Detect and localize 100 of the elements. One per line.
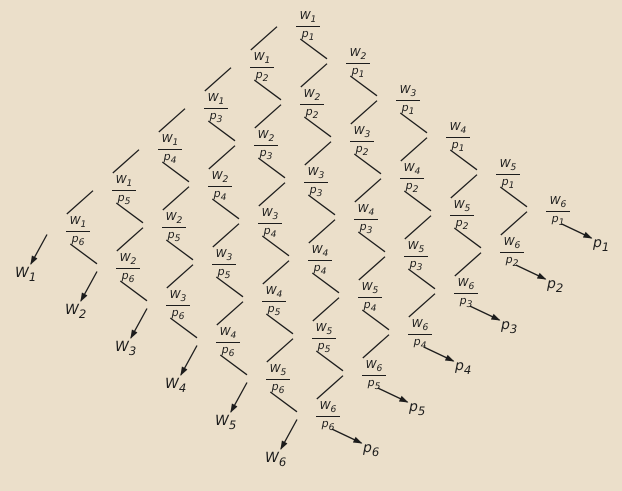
line xyxy=(70,243,98,264)
line xyxy=(408,268,436,290)
line xyxy=(312,297,340,322)
line xyxy=(354,178,382,202)
line xyxy=(212,198,240,220)
fraction-label: W$_{2}$ p$_{4}$ xyxy=(189,169,236,199)
arrow xyxy=(130,308,148,339)
output-label: p$_{1}$ xyxy=(593,235,610,255)
fraction-label: W$_{5}$ p$_{4}$ xyxy=(339,280,386,310)
line xyxy=(158,108,186,132)
line xyxy=(254,79,282,100)
line xyxy=(116,202,144,224)
fraction-label: W$_{4}$ p$_{1}$ xyxy=(427,120,474,150)
fraction-label: W$_{1}$ p$_{4}$ xyxy=(139,132,186,162)
arrow xyxy=(516,264,546,280)
line xyxy=(312,272,340,294)
fraction-label: W$_{5}$ p$_{3}$ xyxy=(385,239,432,269)
arrow xyxy=(80,271,98,302)
line xyxy=(450,149,478,170)
fraction-label: W$_{1}$ p$_{1}$ xyxy=(277,9,324,39)
fraction-label: W$_{3}$ p$_{6}$ xyxy=(147,288,194,318)
line xyxy=(270,391,298,412)
line xyxy=(120,280,148,302)
fraction-label: W$_{6}$ p$_{3}$ xyxy=(435,276,482,306)
output-label: p$_{5}$ xyxy=(409,399,426,419)
fraction-label: W$_{2}$ p$_{3}$ xyxy=(235,128,282,158)
line xyxy=(400,137,428,162)
output-label: W$_{1}$ xyxy=(15,265,36,285)
fraction-label: W$_{2}$ p$_{5}$ xyxy=(143,210,190,240)
line xyxy=(204,67,232,92)
fraction-label: W$_{4}$ p$_{3}$ xyxy=(335,202,382,232)
output-label: W$_{5}$ xyxy=(215,413,236,433)
output-label: W$_{3}$ xyxy=(115,339,136,359)
fraction-label: W$_{5}$ p$_{2}$ xyxy=(431,198,478,228)
output-label: p$_{3}$ xyxy=(501,317,518,337)
output-label: W$_{2}$ xyxy=(65,302,86,322)
line xyxy=(500,186,528,208)
fraction-label: W$_{6}$ p$_{6}$ xyxy=(297,399,344,429)
line xyxy=(500,211,528,236)
fraction-label: W$_{3}$ p$_{5}$ xyxy=(193,247,240,277)
line xyxy=(308,219,336,244)
line xyxy=(308,194,336,216)
line xyxy=(354,153,382,174)
arrow xyxy=(424,346,454,362)
line xyxy=(216,276,244,298)
fraction-label: W$_{2}$ p$_{6}$ xyxy=(97,251,144,281)
line xyxy=(316,350,344,372)
line xyxy=(454,227,482,248)
fraction-label: W$_{6}$ p$_{4}$ xyxy=(389,317,436,347)
fraction-label: W$_{5}$ p$_{1}$ xyxy=(477,157,524,187)
line xyxy=(212,223,240,248)
line xyxy=(208,145,236,170)
line xyxy=(220,354,248,376)
line xyxy=(450,174,478,198)
line xyxy=(300,63,328,88)
line xyxy=(262,235,290,256)
line xyxy=(262,260,290,284)
line xyxy=(112,149,140,174)
line xyxy=(350,75,378,96)
fraction-label: W$_{2}$ p$_{1}$ xyxy=(327,46,374,76)
line xyxy=(258,157,286,178)
fraction-label: W$_{3}$ p$_{1}$ xyxy=(377,83,424,113)
fraction-label: W$_{2}$ p$_{2}$ xyxy=(281,87,328,117)
line xyxy=(316,375,344,400)
line xyxy=(304,116,332,138)
line xyxy=(358,256,386,280)
line xyxy=(362,334,390,358)
fraction-label: W$_{6}$ p$_{1}$ xyxy=(527,194,574,224)
fraction-label: W$_{1}$ p$_{5}$ xyxy=(93,173,140,203)
line xyxy=(304,141,332,166)
fraction-label: W$_{4}$ p$_{6}$ xyxy=(197,325,244,355)
fraction-label: W$_{6}$ p$_{2}$ xyxy=(481,235,528,265)
fraction-label: W$_{5}$ p$_{5}$ xyxy=(293,321,340,351)
arrow xyxy=(470,305,500,321)
fraction-label: W$_{3}$ p$_{3}$ xyxy=(285,165,332,195)
fraction-label: W$_{6}$ p$_{5}$ xyxy=(343,358,390,388)
line xyxy=(266,338,294,362)
fraction-label: W$_{4}$ p$_{2}$ xyxy=(381,161,428,191)
line xyxy=(166,239,194,260)
fraction-label: W$_{4}$ p$_{4}$ xyxy=(289,243,336,273)
output-label: p$_{6}$ xyxy=(363,440,380,460)
fraction-label: W$_{3}$ p$_{2}$ xyxy=(331,124,378,154)
output-label: W$_{6}$ xyxy=(265,450,286,470)
line xyxy=(66,190,94,214)
line xyxy=(208,120,236,142)
line xyxy=(404,190,432,212)
fraction-label: W$_{5}$ p$_{6}$ xyxy=(247,362,294,392)
line xyxy=(116,227,144,252)
line xyxy=(408,293,436,318)
fraction-label: W$_{4}$ p$_{5}$ xyxy=(243,284,290,314)
arrow xyxy=(378,387,408,403)
arrow xyxy=(562,223,592,239)
line xyxy=(300,38,328,60)
line xyxy=(400,112,428,134)
fraction-label: W$_{1}$ p$_{6}$ xyxy=(47,214,94,244)
fraction-label: W$_{1}$ p$_{3}$ xyxy=(185,91,232,121)
line xyxy=(358,231,386,252)
arrow xyxy=(280,419,298,450)
line xyxy=(216,301,244,326)
line xyxy=(362,309,390,330)
